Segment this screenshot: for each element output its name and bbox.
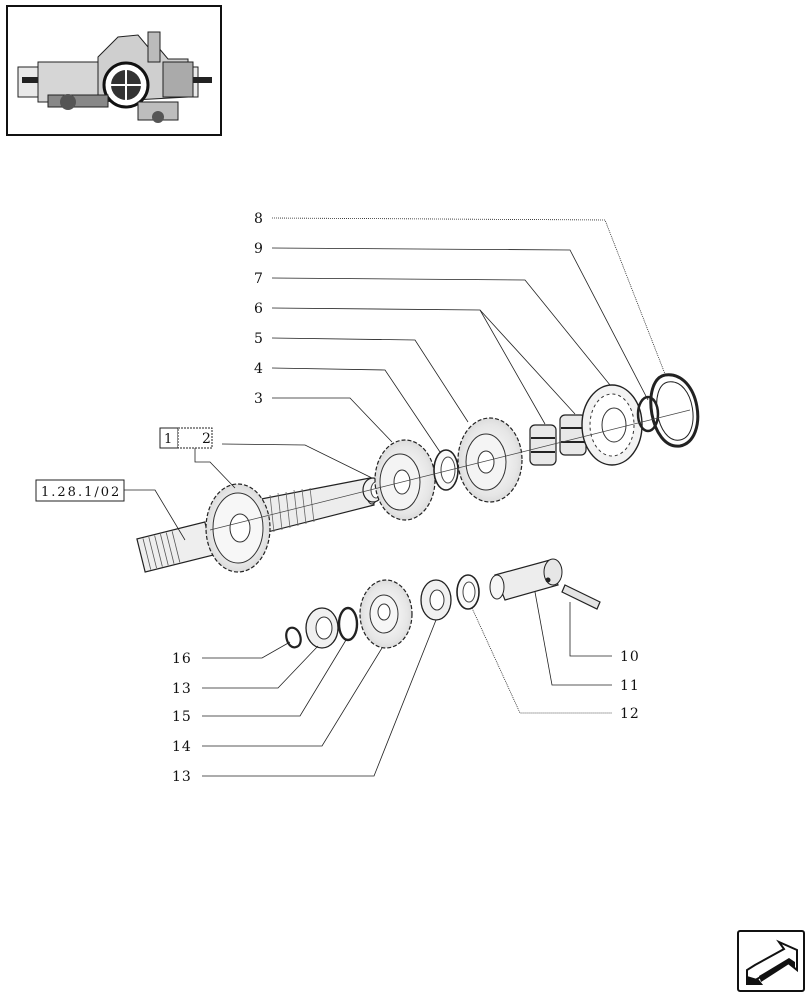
- cross-reference-link[interactable]: 1.28.1/02: [35, 479, 125, 502]
- callout-9: 9: [254, 241, 264, 257]
- cross-reference-label[interactable]: 1.28.1/02: [41, 485, 121, 500]
- callout-labels: 8 9 7 6 5 4 3 10 11 12 16 13 15 14 13: [172, 211, 640, 785]
- part-13-bearing-left: [305, 607, 339, 649]
- callout-7: 7: [254, 271, 264, 287]
- previous-page-arrow-icon: [746, 939, 798, 985]
- part-7-ball-bearing: [581, 384, 643, 466]
- callout-10: 10: [620, 649, 640, 665]
- callout-13-upper: 13: [172, 681, 192, 697]
- part-10-pin: [561, 584, 601, 610]
- reference-group-label: 2: [202, 431, 212, 447]
- callout-15: 15: [172, 709, 192, 725]
- callout-5: 5: [254, 331, 264, 347]
- part-8-circlip: [649, 373, 700, 448]
- part-16-circlip: [285, 626, 302, 649]
- callout-12: 12: [620, 706, 640, 722]
- leader-lines: [124, 217, 666, 777]
- reference-box-label: 1: [164, 432, 174, 447]
- callout-13-lower: 13: [172, 769, 192, 785]
- part-11-idler-shaft: [489, 558, 563, 601]
- callout-3: 3: [254, 391, 264, 407]
- tractor-transmission-overview-icon: [17, 31, 212, 123]
- part-13-bearing-right: [420, 579, 452, 621]
- shaft-gear: [205, 483, 271, 573]
- callout-11: 11: [620, 678, 640, 694]
- callout-8: 8: [254, 211, 264, 227]
- part-3-gear: [374, 439, 436, 521]
- part-4-washer: [433, 449, 459, 491]
- callout-6: 6: [254, 301, 264, 317]
- callout-14: 14: [172, 739, 192, 755]
- part-12-washer: [456, 574, 480, 610]
- previous-page-button[interactable]: [737, 930, 805, 992]
- splined-shaft: [136, 521, 214, 573]
- reference-box-1: 1: [159, 427, 179, 449]
- overview-thumbnail[interactable]: [6, 5, 222, 136]
- callout-16: 16: [172, 651, 192, 667]
- part-14-gear: [359, 579, 413, 649]
- reference-group-2: 2: [177, 427, 213, 449]
- callout-4: 4: [254, 361, 264, 377]
- part-15-snap-ring: [337, 606, 359, 642]
- part-6-needle-bearings: [529, 414, 587, 466]
